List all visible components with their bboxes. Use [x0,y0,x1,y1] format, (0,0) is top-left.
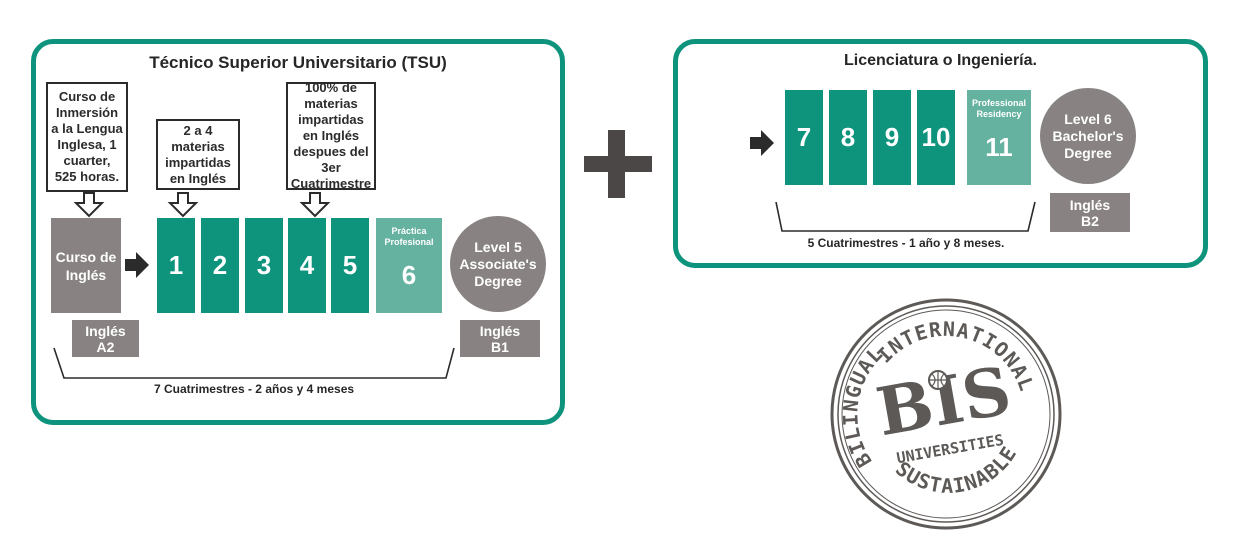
seal-rings: INTERNATIONAL BILINGUAL SUSTAINABLE BIS … [830,298,1062,530]
tsu-duration: 7 Cuatrimestres - 2 años y 4 meses [153,382,355,396]
down-arrow-icon [167,192,199,218]
semester-9: 9 [873,90,911,185]
note-2-4-subjects: 2 a 4 materias impartidas en Inglés [156,119,240,190]
plus-icon [584,130,652,198]
english-b1-badge: Inglés B1 [460,320,540,357]
semester-7: 7 [785,90,823,185]
residency-label: Professional Residency [971,98,1027,119]
english-course-block: Curso de Inglés [51,218,121,313]
semester-2: 2 [201,218,239,313]
practice-number: 6 [401,260,417,290]
semester-4: 4 [288,218,326,313]
duration-bracket [775,201,1036,232]
down-arrow-icon [73,192,105,218]
semester-1: 1 [157,218,195,313]
duration-bracket [53,347,455,379]
practice-label: Práctica Profesional [384,226,434,247]
note-immersion: Curso de Inmersión a la Lengua Inglesa, … [46,82,128,192]
level-6-badge: Level 6 Bachelor's Degree [1040,88,1136,184]
right-arrow-icon [750,130,774,156]
english-a2-badge: Inglés A2 [72,320,139,357]
semester-5: 5 [331,218,369,313]
globe-icon [928,370,948,390]
note-100-percent: 100% de materias impartidas en Inglés de… [286,80,376,191]
down-arrow-icon [299,192,331,218]
semester-11-residency: Professional Residency 11 [967,90,1031,185]
semester-8: 8 [829,90,867,185]
right-arrow-icon [125,252,149,278]
licenciatura-duration: 5 Cuatrimestres - 1 año y 8 meses. [807,236,1005,250]
semester-10: 10 [917,90,955,185]
level-5-badge: Level 5 Associate's Degree [450,216,546,312]
english-b2-badge: Inglés B2 [1050,193,1130,232]
residency-number: 11 [985,132,1013,162]
bis-seal: INTERNATIONAL BILINGUAL SUSTAINABLE BIS … [828,296,1064,532]
licenciatura-title: Licenciatura o Ingeniería. [844,52,1037,69]
semester-6-practice: Práctica Profesional 6 [376,218,442,313]
semester-3: 3 [245,218,283,313]
tsu-title: Técnico Superior Universitario (TSU) [149,53,447,72]
